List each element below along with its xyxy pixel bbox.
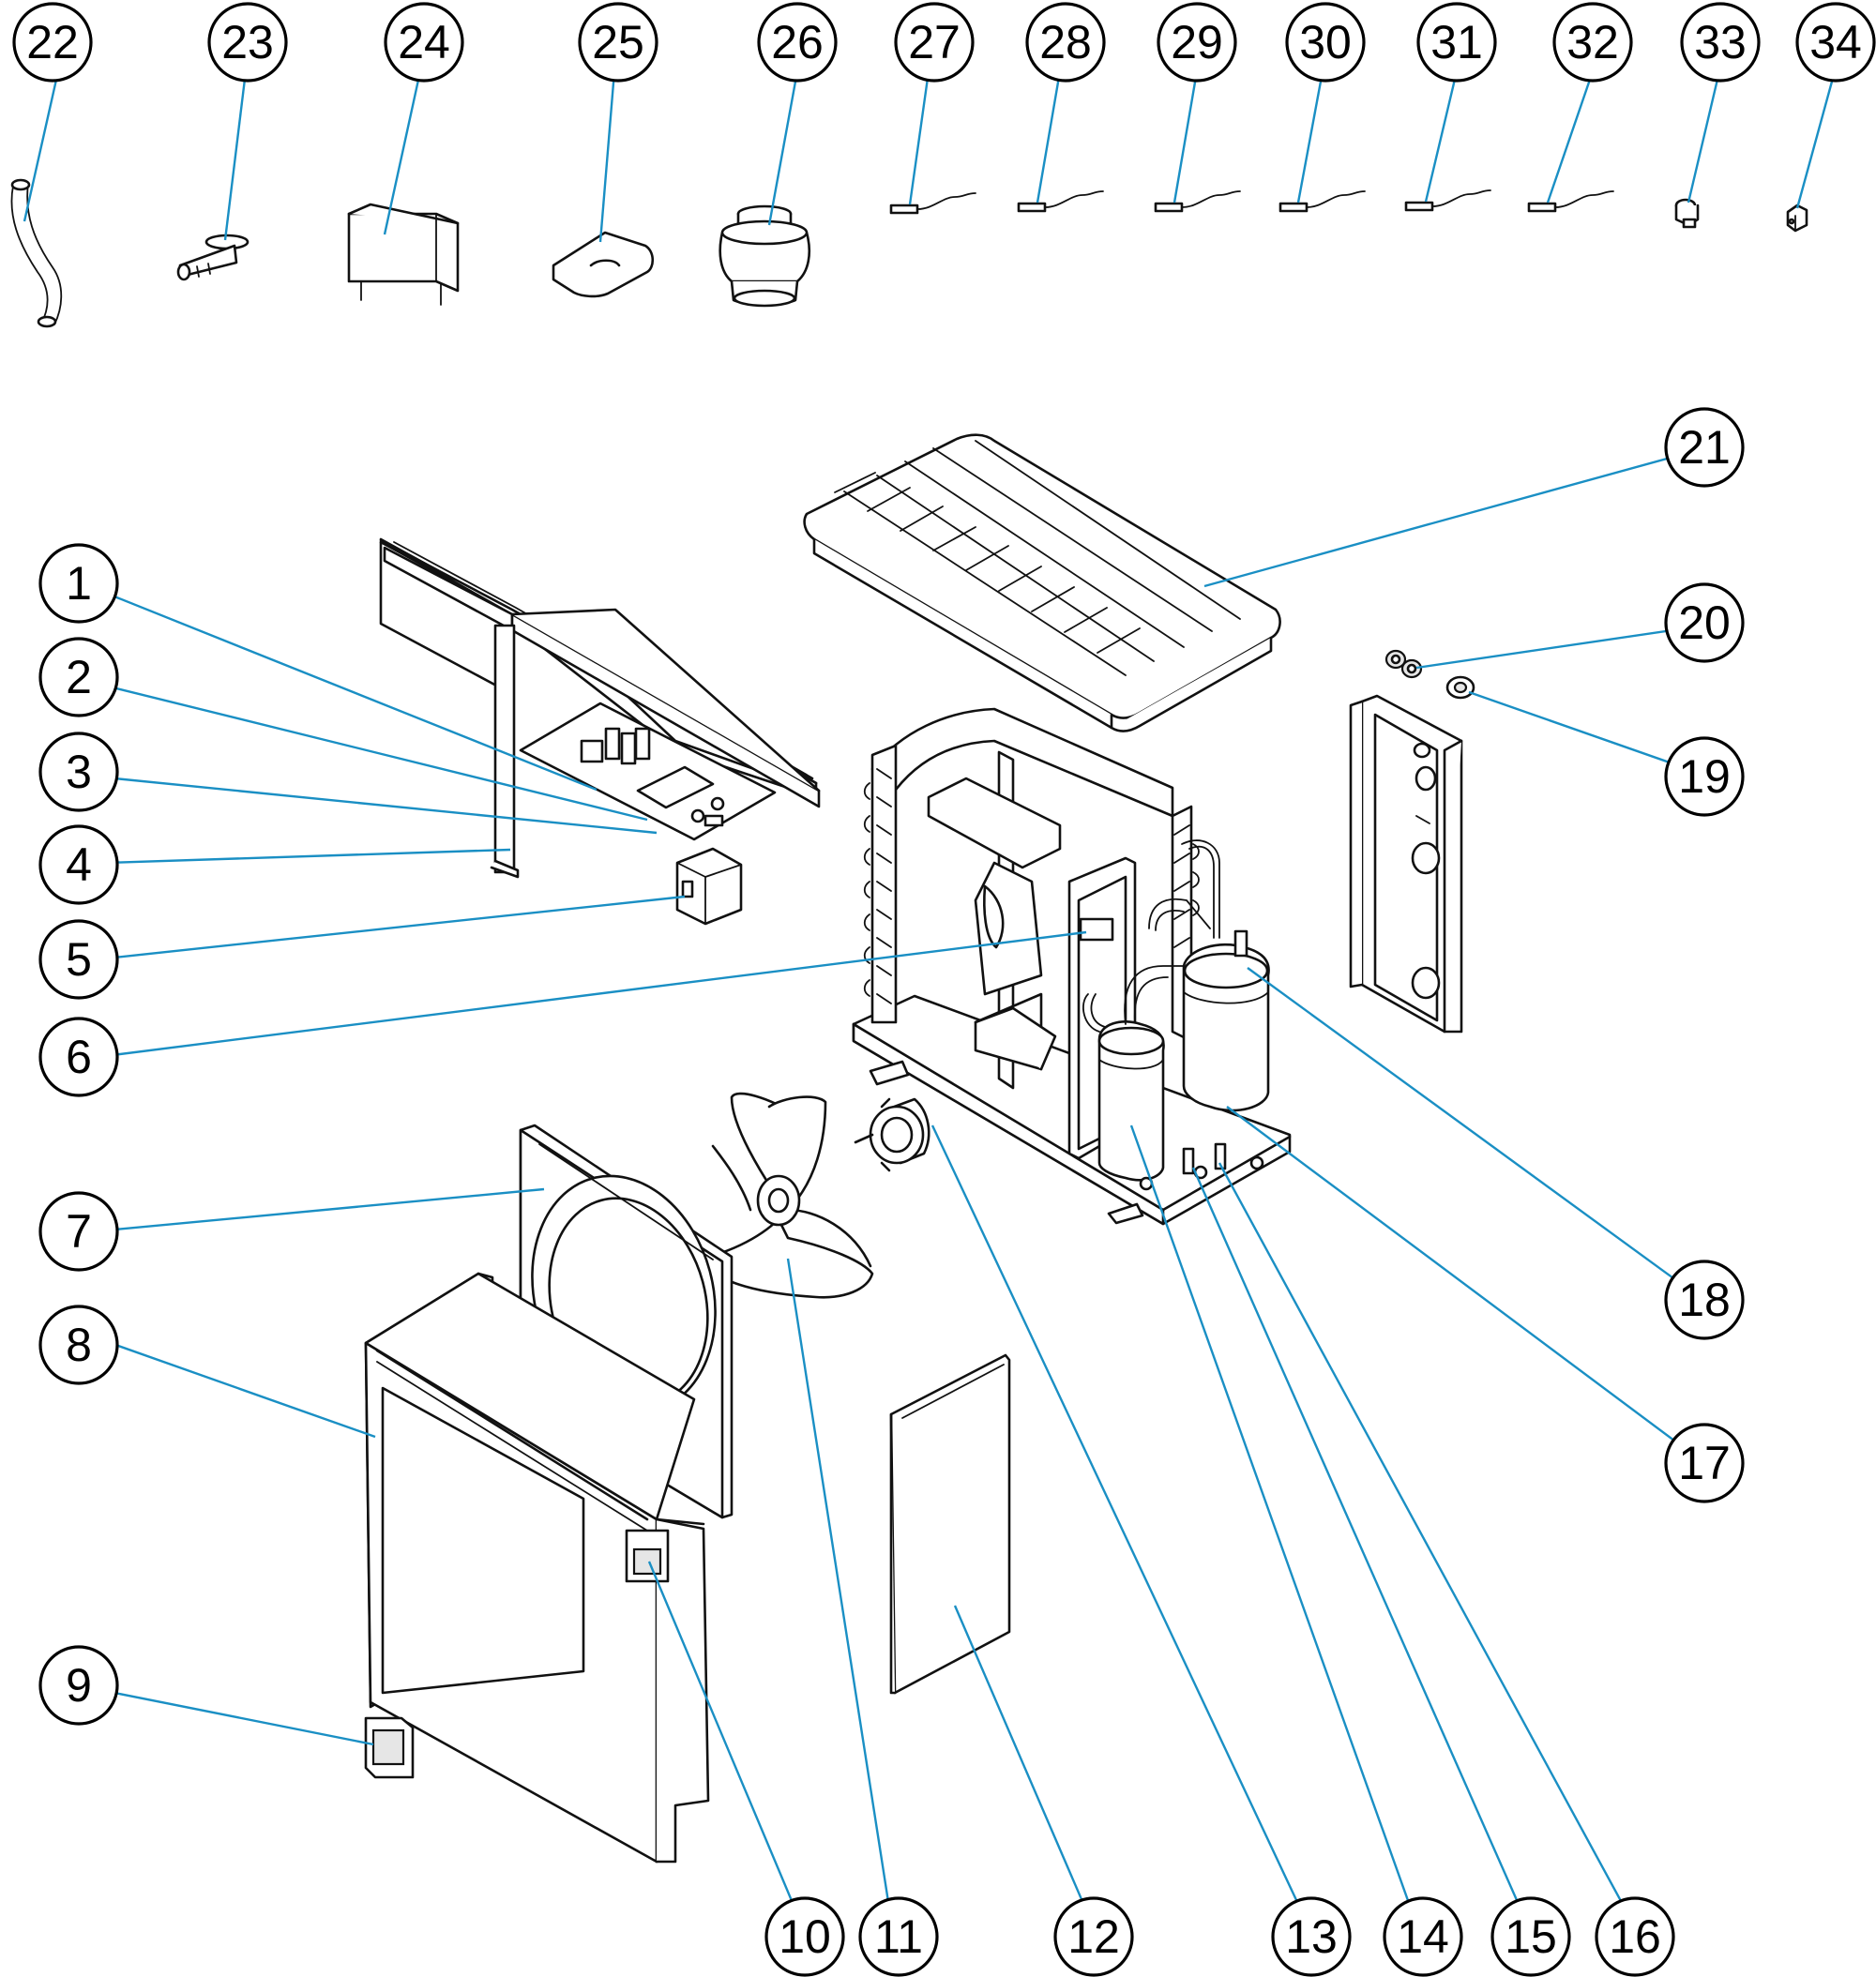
- side-panel-part: [1349, 694, 1463, 1034]
- temperature-sensor-31: [1404, 189, 1491, 212]
- callout-30: 30: [1285, 2, 1366, 83]
- drain-hose-end: [10, 178, 31, 191]
- svg-text:29: 29: [1171, 16, 1223, 68]
- temperature-sensor-27: [889, 192, 976, 215]
- callout-8: 8: [38, 1305, 119, 1385]
- callout-34: 34: [1795, 2, 1876, 83]
- drain-hose-end-bottom: [37, 315, 57, 328]
- svg-text:31: 31: [1430, 16, 1483, 68]
- callout-7: 7: [38, 1191, 119, 1272]
- fan-blade-part: [697, 1092, 874, 1299]
- capacitor-part: [347, 203, 460, 306]
- callout-20: 20: [1664, 582, 1745, 663]
- callout-1: 1: [38, 543, 119, 624]
- svg-text:14: 14: [1397, 1910, 1449, 1963]
- callout-15: 15: [1490, 1896, 1571, 1977]
- service-panel-part: [889, 1353, 1011, 1695]
- svg-text:5: 5: [66, 933, 92, 986]
- callout-33: 33: [1680, 2, 1761, 83]
- callout-12: 12: [1053, 1896, 1134, 1977]
- callout-23: 23: [207, 2, 288, 83]
- temperature-sensor-29: [1154, 190, 1241, 213]
- callout-27: 27: [894, 2, 975, 83]
- callout-22: 22: [12, 2, 93, 83]
- svg-text:24: 24: [398, 16, 450, 68]
- drain-hose-part: [10, 183, 63, 325]
- svg-text:23: 23: [221, 16, 274, 68]
- callout-16: 16: [1595, 1896, 1675, 1977]
- callout-25: 25: [578, 2, 658, 83]
- front-grille: [381, 1386, 585, 1695]
- callout-11: 11: [858, 1896, 939, 1977]
- callout-10: 10: [764, 1896, 845, 1977]
- callout-bubbles: 1 2 3 4 5 6 7 8 9 10 11 12 13 14 15 16 1…: [12, 2, 1876, 1977]
- svg-text:7: 7: [66, 1205, 92, 1258]
- pressure-switch-part: [1674, 198, 1700, 229]
- svg-text:1: 1: [66, 557, 92, 610]
- main-chassis: [852, 707, 1292, 1226]
- svg-text:11: 11: [874, 1910, 923, 1963]
- svg-text:3: 3: [66, 746, 92, 798]
- callout-18: 18: [1664, 1260, 1745, 1340]
- svg-text:33: 33: [1694, 16, 1747, 68]
- svg-text:20: 20: [1678, 596, 1731, 649]
- grille-frame: [381, 1386, 585, 1695]
- valve-coil-part: [1786, 204, 1808, 233]
- svg-text:13: 13: [1285, 1910, 1338, 1963]
- water-connector-part: [719, 204, 810, 308]
- temperature-sensor-28: [1017, 190, 1104, 213]
- rubber-pad-part: [552, 231, 655, 298]
- svg-text:21: 21: [1678, 421, 1731, 474]
- callout-6: 6: [38, 1017, 119, 1097]
- svg-text:4: 4: [66, 838, 92, 891]
- svg-text:25: 25: [592, 16, 644, 68]
- callout-5: 5: [38, 919, 119, 1000]
- callout-3: 3: [38, 732, 119, 812]
- callout-32: 32: [1552, 2, 1633, 83]
- svg-text:15: 15: [1505, 1910, 1557, 1963]
- top-cover-part: [803, 433, 1281, 732]
- svg-text:6: 6: [66, 1031, 92, 1083]
- callout-2: 2: [38, 637, 119, 717]
- svg-text:17: 17: [1678, 1437, 1731, 1489]
- svg-text:10: 10: [779, 1910, 831, 1963]
- callout-21: 21: [1664, 407, 1745, 488]
- svg-text:18: 18: [1678, 1274, 1731, 1326]
- svg-text:19: 19: [1678, 750, 1731, 803]
- fan-motor-part: [854, 1097, 930, 1172]
- callout-19: 19: [1664, 736, 1745, 817]
- svg-text:8: 8: [66, 1319, 92, 1371]
- pressure-gauge-part: [1445, 675, 1475, 700]
- callout-31: 31: [1416, 2, 1497, 83]
- callout-9: 9: [38, 1645, 119, 1726]
- cable-gland-part: [1384, 649, 1423, 679]
- svg-text:2: 2: [66, 651, 92, 703]
- callout-24: 24: [384, 2, 464, 83]
- leader-lines: [23, 70, 1837, 1933]
- temperature-sensor-30: [1278, 190, 1366, 213]
- wired-controller-part: [364, 1716, 415, 1779]
- callout-26: 26: [757, 2, 838, 83]
- frame-and-electrical-box: [379, 537, 821, 926]
- svg-text:12: 12: [1067, 1910, 1120, 1963]
- svg-text:26: 26: [771, 16, 824, 68]
- callout-13: 13: [1271, 1896, 1352, 1977]
- svg-text:27: 27: [908, 16, 961, 68]
- svg-text:22: 22: [26, 16, 79, 68]
- svg-text:30: 30: [1299, 16, 1352, 68]
- callout-14: 14: [1383, 1896, 1463, 1977]
- svg-text:32: 32: [1566, 16, 1619, 68]
- callout-4: 4: [38, 824, 119, 905]
- callout-29: 29: [1157, 2, 1237, 83]
- svg-text:34: 34: [1809, 16, 1862, 68]
- temperature-sensor-32: [1527, 190, 1614, 213]
- callout-28: 28: [1025, 2, 1106, 83]
- svg-text:28: 28: [1039, 16, 1092, 68]
- drain-elbow-part: [176, 234, 250, 281]
- callout-17: 17: [1664, 1423, 1745, 1503]
- svg-text:9: 9: [66, 1659, 92, 1712]
- svg-text:16: 16: [1609, 1910, 1661, 1963]
